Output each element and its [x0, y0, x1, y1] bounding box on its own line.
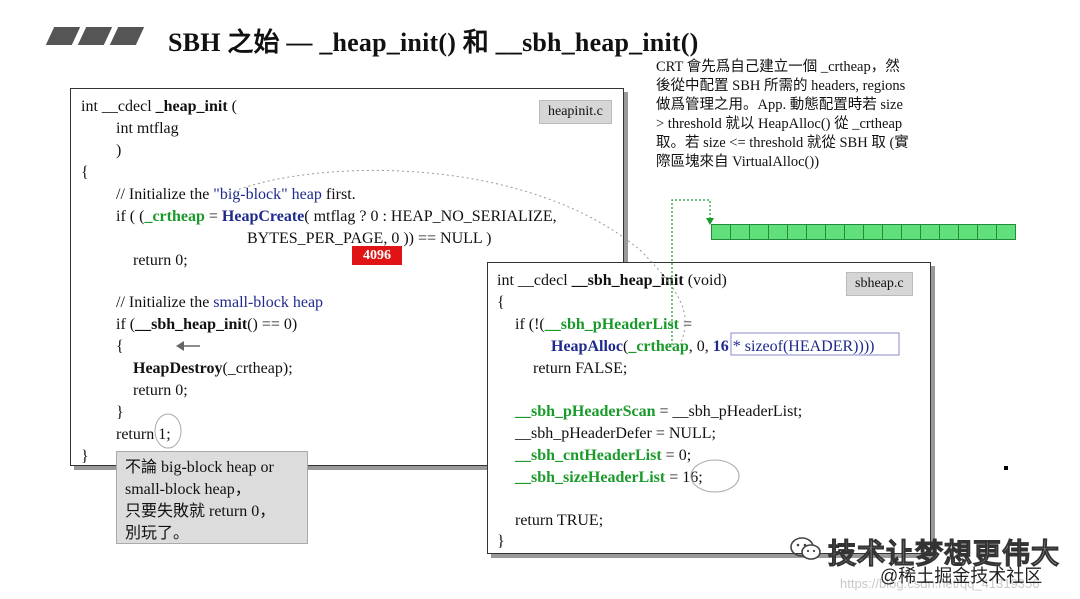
code-line: }	[81, 448, 89, 465]
code-line: // Initialize the "big-block" heap first…	[116, 186, 356, 203]
size-header-highlight	[690, 459, 740, 493]
code-line: BYTES_PER_PAGE, 0 )) == NULL )	[247, 230, 492, 247]
return-one-highlight	[154, 413, 182, 449]
failure-note: 不論 big-block heap or small-block heap， 只…	[116, 451, 308, 544]
sbh-init-pointer-head	[176, 341, 184, 351]
crt-heap-note: CRT 會先爲自己建立一個 _crtheap，然 後從中配置 SBH 所需的 h…	[656, 59, 909, 170]
header-alloc-arrowhead	[706, 218, 714, 225]
header-alloc-arrow	[671, 199, 711, 345]
code-line: return 0;	[133, 382, 188, 399]
crtheap-link-curve	[224, 169, 686, 346]
header-cell	[996, 224, 1016, 240]
page-title: SBH 之始 — _heap_init() 和 __sbh_heap_init(…	[168, 28, 699, 57]
code-line: return 1;	[116, 426, 171, 443]
code-line: int mtflag	[116, 120, 179, 137]
code-line: __sbh_pHeaderScan = __sbh_pHeaderList;	[515, 403, 803, 420]
code-line: return 0;	[133, 252, 188, 269]
code-line: if (!(__sbh_pHeaderList =	[515, 316, 693, 333]
sizeof-highlight	[730, 332, 900, 356]
code-line: return TRUE;	[515, 512, 604, 529]
code-line: // Initialize the small-block heap	[116, 294, 324, 311]
wechat-icon	[790, 537, 821, 560]
code-line: if ( (_crtheap = HeapCreate( mtflag ? 0 …	[116, 208, 557, 225]
watermark-url: https://blog.csdn.net/qq_41319356	[840, 576, 1040, 591]
sbheap-code-box: sbheap.c int __cdecl __sbh_heap_init (vo…	[487, 262, 931, 554]
cursor-marker	[1004, 466, 1008, 470]
code-line: {	[497, 294, 505, 311]
header-array-strip	[711, 224, 1016, 240]
code-line: int __cdecl __sbh_heap_init (void)	[497, 272, 727, 289]
code-line: HeapDestroy(_crtheap);	[133, 360, 293, 377]
code-line: }	[497, 533, 505, 550]
code-line: }	[116, 404, 124, 421]
code-line: return FALSE;	[533, 360, 628, 377]
code-line: __sbh_cntHeaderList = 0;	[515, 447, 692, 464]
code-line: HeapAlloc(_crtheap, 0, 16 * sizeof(HEADE…	[551, 338, 875, 355]
page-size-badge: 4096	[352, 246, 402, 265]
watermark-site: @稀土掘金技术社区	[880, 566, 1043, 586]
code-line: )	[116, 142, 122, 159]
watermark-channel: 技术让梦想更伟大	[827, 538, 1061, 570]
code-line: {	[81, 164, 89, 181]
code-line: int __cdecl _heap_init (	[81, 98, 237, 115]
code-line: if (__sbh_heap_init() == 0)	[116, 316, 298, 333]
heapinit-file-label: heapinit.c	[539, 100, 612, 124]
code-line: __sbh_sizeHeaderList = 16;	[515, 469, 703, 486]
code-line: __sbh_pHeaderDefer = NULL;	[515, 425, 716, 442]
code-line: {	[116, 338, 124, 355]
sbheap-file-label: sbheap.c	[846, 272, 913, 296]
